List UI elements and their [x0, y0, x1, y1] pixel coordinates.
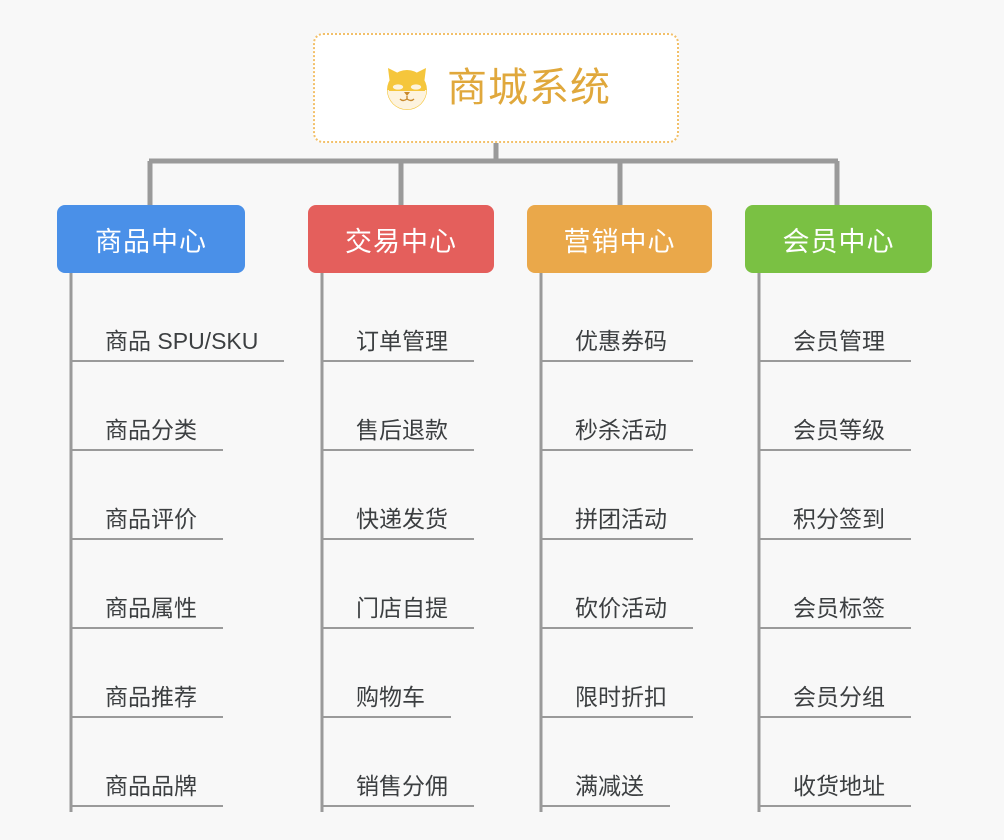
- leaf-item[interactable]: 门店自提: [321, 540, 474, 629]
- leaf-item[interactable]: 砍价活动: [540, 540, 693, 629]
- leaf-label: 会员标签: [758, 595, 911, 629]
- leaf-item[interactable]: 秒杀活动: [540, 362, 693, 451]
- leaf-label: 限时折扣: [540, 684, 693, 718]
- leaf-label: 购物车: [321, 684, 451, 718]
- leaf-item[interactable]: 销售分佣: [321, 718, 474, 807]
- category-label-1: 交易中心: [345, 226, 457, 257]
- leaf-item[interactable]: 商品推荐: [70, 629, 284, 718]
- leaf-column-2: 优惠券码 秒杀活动 拼团活动 砍价活动 限时折扣 满减送: [540, 273, 693, 807]
- leaf-item[interactable]: 商品评价: [70, 451, 284, 540]
- leaf-item[interactable]: 快递发货: [321, 451, 474, 540]
- category-label-3: 会员中心: [782, 226, 895, 257]
- leaf-label: 销售分佣: [321, 773, 474, 807]
- category-box-3[interactable]: 会员中心: [745, 205, 932, 273]
- leaf-column-0: 商品 SPU/SKU 商品分类 商品评价 商品属性 商品推荐 商品品牌: [70, 273, 285, 807]
- leaf-item[interactable]: 会员标签: [758, 540, 911, 629]
- root-title: 商城系统: [447, 66, 611, 110]
- leaf-label: 会员等级: [758, 417, 911, 451]
- leaf-label: 收货地址: [758, 773, 911, 807]
- shiba-dog-icon: [387, 68, 427, 110]
- leaf-item[interactable]: 积分签到: [758, 451, 911, 540]
- leaf-item[interactable]: 购物车: [321, 629, 474, 718]
- leaf-label: 商品属性: [70, 595, 223, 629]
- leaf-label: 优惠券码: [540, 328, 693, 362]
- leaf-item[interactable]: 商品分类: [70, 362, 284, 451]
- leaf-item[interactable]: 订单管理: [321, 273, 474, 362]
- leaf-item[interactable]: 会员分组: [758, 629, 911, 718]
- leaf-label: 拼团活动: [540, 506, 693, 540]
- category-box-2[interactable]: 营销中心: [527, 205, 712, 273]
- leaf-label: 满减送: [540, 773, 670, 807]
- leaf-item[interactable]: 收货地址: [758, 718, 911, 807]
- leaf-label: 订单管理: [321, 328, 474, 362]
- leaf-item[interactable]: 商品 SPU/SKU: [70, 273, 285, 362]
- leaf-item[interactable]: 售后退款: [321, 362, 474, 451]
- leaf-label: 售后退款: [321, 417, 474, 451]
- category-label-2: 营销中心: [563, 226, 676, 257]
- leaf-item[interactable]: 限时折扣: [540, 629, 693, 718]
- leaf-label: 会员管理: [758, 328, 911, 362]
- leaf-label: 砍价活动: [540, 595, 693, 629]
- leaf-label: 商品评价: [70, 506, 223, 540]
- category-box-1[interactable]: 交易中心: [308, 205, 494, 273]
- leaf-label: 商品分类: [70, 417, 223, 451]
- leaf-label: 门店自提: [321, 595, 474, 629]
- leaf-label: 商品 SPU/SKU: [70, 328, 285, 362]
- leaf-item[interactable]: 会员管理: [758, 273, 911, 362]
- category-box-0[interactable]: 商品中心: [57, 205, 245, 273]
- category-label-0: 商品中心: [95, 226, 207, 257]
- leaf-column-1: 订单管理 售后退款 快递发货 门店自提 购物车 销售分佣: [321, 273, 474, 807]
- leaf-label: 商品品牌: [70, 773, 223, 807]
- leaf-item[interactable]: 满减送: [540, 718, 693, 807]
- leaf-label: 会员分组: [758, 684, 911, 718]
- leaf-label: 快递发货: [321, 506, 474, 540]
- leaf-item[interactable]: 商品属性: [70, 540, 284, 629]
- leaf-item[interactable]: 商品品牌: [70, 718, 284, 807]
- leaf-column-3: 会员管理 会员等级 积分签到 会员标签 会员分组 收货地址: [758, 273, 911, 807]
- leaf-label: 秒杀活动: [540, 417, 693, 451]
- leaf-label: 积分签到: [758, 506, 911, 540]
- leaf-item[interactable]: 会员等级: [758, 362, 911, 451]
- leaf-item[interactable]: 拼团活动: [540, 451, 693, 540]
- leaf-item[interactable]: 优惠券码: [540, 273, 693, 362]
- root-node[interactable]: 商城系统: [313, 33, 679, 143]
- leaf-label: 商品推荐: [70, 684, 223, 718]
